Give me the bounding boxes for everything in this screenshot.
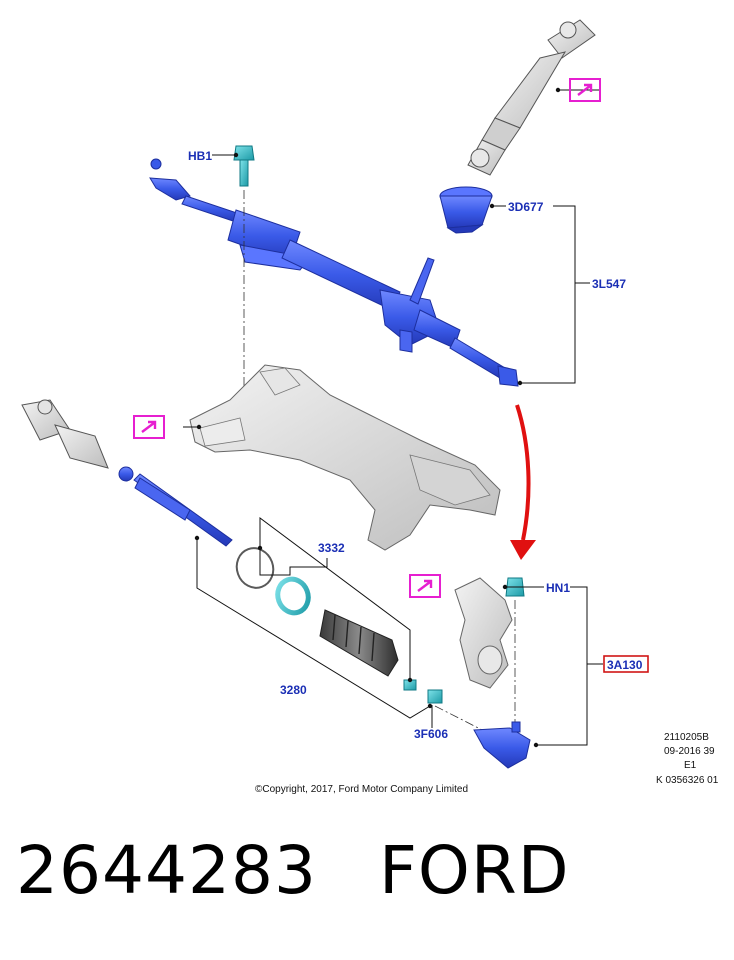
magenta-arrow-box-icon-subframe bbox=[133, 415, 165, 439]
brand-name: FORD bbox=[378, 832, 570, 909]
reference-line-2: 09-2016 39 bbox=[664, 746, 715, 757]
callout-3l547: 3L547 bbox=[592, 277, 626, 291]
reference-line-3: E1 bbox=[684, 760, 697, 771]
callout-3280: 3280 bbox=[280, 683, 307, 697]
steering-knuckle bbox=[454, 577, 513, 689]
ring-set-3332 bbox=[235, 547, 311, 616]
callout-hb1: HB1 bbox=[188, 149, 212, 163]
steering-rack-3l547 bbox=[149, 158, 519, 387]
reference-line-4: K 0356326 01 bbox=[656, 775, 719, 786]
callout-3a130: 3A130 bbox=[607, 658, 643, 672]
inner-tie-rod-assembly bbox=[21, 399, 233, 547]
magenta-arrow-box-icon-column bbox=[569, 78, 601, 102]
callout-hn1: HN1 bbox=[546, 581, 570, 595]
leader-dots bbox=[194, 87, 561, 748]
callout-3f606: 3F606 bbox=[414, 727, 448, 741]
part-number: 2644283 bbox=[16, 832, 317, 909]
tie-rod-end-3a130 bbox=[473, 721, 531, 769]
reference-line-1: 2110205B bbox=[664, 732, 709, 743]
red-curved-arrow-icon bbox=[510, 404, 536, 560]
leader-lines bbox=[183, 89, 603, 746]
bellows-boot-3280 bbox=[319, 609, 399, 677]
front-subframe bbox=[189, 364, 501, 551]
steering-boot-3d677 bbox=[439, 186, 493, 234]
callout-3a130-box bbox=[603, 655, 649, 673]
bolt-hb1 bbox=[233, 145, 255, 187]
callout-3332: 3332 bbox=[318, 541, 345, 555]
magenta-arrow-box-icon-knuckle bbox=[409, 574, 441, 598]
copyright-text: ©Copyright, 2017, Ford Motor Company Lim… bbox=[255, 784, 468, 795]
steering-column bbox=[467, 19, 596, 176]
callout-3d677: 3D677 bbox=[508, 200, 544, 214]
clip-3f606 bbox=[403, 679, 443, 704]
